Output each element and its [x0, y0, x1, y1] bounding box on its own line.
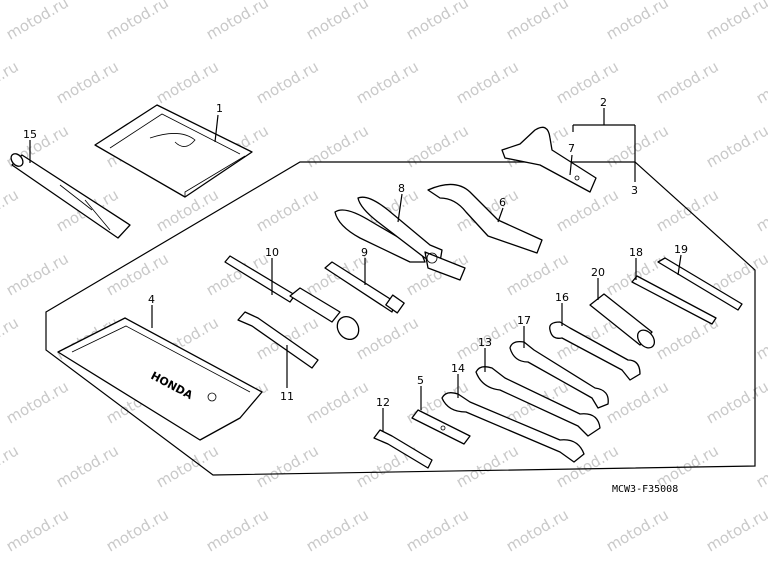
callout-13: 13	[478, 336, 492, 349]
watermark-text: motod.ru	[3, 0, 72, 43]
part-socket-wrench	[224, 255, 360, 341]
watermark-text: motod.ru	[303, 0, 372, 43]
watermark-text: motod.ru	[703, 0, 768, 43]
watermark-text: motod.ru	[0, 313, 22, 363]
watermark-text: motod.ru	[353, 313, 422, 363]
watermark-text: motod.ru	[3, 377, 72, 427]
watermark-text: motod.ru	[103, 249, 172, 299]
part-tool-bag: HONDA	[57, 317, 263, 441]
part-wrench-17	[509, 340, 609, 409]
watermark-text: motod.ru	[203, 0, 272, 43]
watermark-text: motod.ru	[103, 505, 172, 555]
watermark-text: motod.ru	[353, 57, 422, 107]
watermark-text: motod.ru	[403, 121, 472, 171]
watermark-text: motod.ru	[403, 0, 472, 43]
part-socket	[589, 293, 656, 349]
callout-11: 11	[280, 390, 294, 403]
leader-lines	[29, 108, 682, 432]
callout-7: 7	[568, 142, 575, 155]
callout-18: 18	[629, 246, 643, 259]
part-hook-spanner	[427, 183, 543, 254]
watermark-text: motod.ru	[303, 121, 372, 171]
watermark-text: motod.ru	[153, 441, 222, 491]
toolkit-boundary	[45, 161, 756, 476]
watermark-text: motod.ru	[103, 0, 172, 43]
watermark-text: motod.ru	[703, 505, 768, 555]
watermark-text: motod.ru	[703, 121, 768, 171]
watermark-text: motod.ru	[653, 185, 722, 235]
part-grip-tube	[10, 153, 131, 239]
watermark-text: motod.ru	[0, 185, 22, 235]
watermark-text: motod.ru	[53, 441, 122, 491]
watermark-text: motod.ru	[553, 57, 622, 107]
callout-5: 5	[417, 374, 424, 387]
callout-10: 10	[265, 246, 279, 259]
callout-2: 2	[600, 96, 607, 109]
callout-4: 4	[148, 293, 155, 306]
watermark-text: motod.ru	[0, 441, 22, 491]
part-pliers	[334, 196, 466, 281]
watermark-text: motod.ru	[253, 185, 322, 235]
watermark-text: motod.ru	[3, 249, 72, 299]
callout-17: 17	[517, 314, 531, 327]
part-hex-key-small	[373, 429, 433, 469]
watermark-text: motod.ru	[53, 57, 122, 107]
watermark-text: motod.ru	[303, 377, 372, 427]
part-wrench-14	[441, 392, 585, 463]
callout-1: 1	[216, 102, 223, 115]
part-pin-spanner	[501, 126, 597, 193]
part-plate	[411, 409, 471, 445]
part-extension-bar	[324, 261, 405, 314]
watermark-text: motod.ru	[3, 505, 72, 555]
watermark-text: motod.ru	[503, 505, 572, 555]
watermark-text: motod.ru	[253, 57, 322, 107]
watermark-text: motod.ru	[453, 441, 522, 491]
callout-3: 3	[631, 184, 638, 197]
part-hex-key-large	[237, 311, 319, 369]
watermark-text: motod.ru	[153, 57, 222, 107]
callout-6: 6	[499, 196, 506, 209]
watermark-text: motod.ru	[503, 0, 572, 43]
watermark-text: motod.ru	[203, 505, 272, 555]
part-wrench-13	[475, 366, 601, 437]
callout-numbers: 1 15 2 7 3 6 8 9 10 11 4 18 19 20 16 17 …	[23, 96, 688, 409]
watermark-text: motod.ru	[303, 505, 372, 555]
watermark-text: motod.ru	[0, 57, 22, 107]
callout-16: 16	[555, 291, 569, 304]
part-wrench-16	[549, 321, 641, 381]
callout-15: 15	[23, 128, 37, 141]
watermark-text: motod.ru	[603, 0, 672, 43]
callout-20: 20	[591, 266, 605, 279]
watermark-text: motod.ru	[753, 185, 768, 235]
watermark-text: motod.ru	[703, 377, 768, 427]
watermark-text: motod.ru	[403, 505, 472, 555]
watermark-text: motod.ru	[553, 185, 622, 235]
callout-19: 19	[674, 243, 688, 256]
watermark-text: motod.ru	[253, 441, 322, 491]
callout-8: 8	[398, 182, 405, 195]
watermark-text: motod.ru	[753, 57, 768, 107]
watermark-text: motod.ru	[603, 505, 672, 555]
watermark-text: motod.ru	[453, 57, 522, 107]
callout-9: 9	[361, 246, 368, 259]
part-bag	[94, 104, 253, 198]
diagram-code: MCW3-F35008	[612, 484, 678, 495]
watermark-text: motod.ru	[603, 377, 672, 427]
callout-12: 12	[376, 396, 390, 409]
watermark-text: motod.ru	[653, 57, 722, 107]
callout-14: 14	[451, 362, 465, 375]
part-screwdriver-18	[631, 275, 717, 325]
